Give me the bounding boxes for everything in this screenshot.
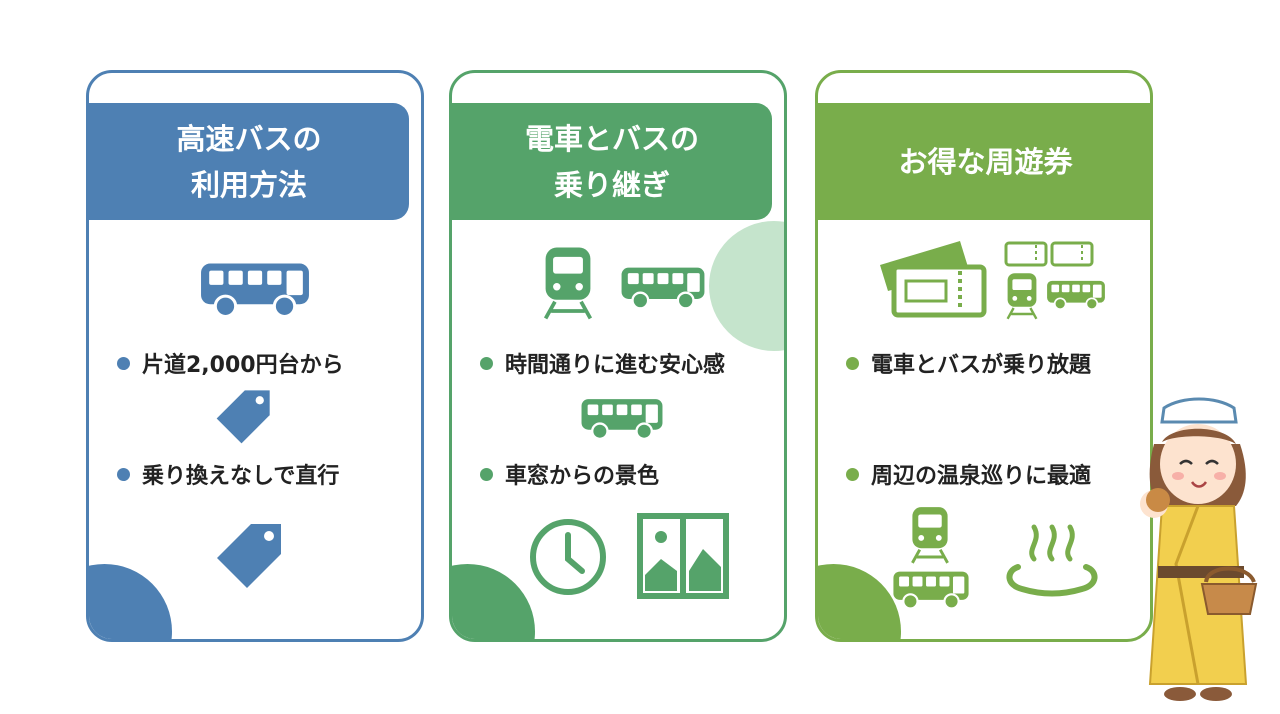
hot-spring-icon [1006, 524, 1098, 597]
list-item: 周辺の温泉巡りに最適 [846, 458, 1091, 490]
list-item: 時間通りに進む安心感 [480, 347, 725, 379]
list-item: 片道2,000円台から [117, 347, 344, 379]
card-title-line1: 高速バスの [176, 121, 322, 156]
item-text: 時間通りに進む安心感 [505, 353, 726, 378]
list-item: 電車とバスが乗り放題 [846, 347, 1091, 379]
bullet-dot [846, 356, 859, 370]
price-tag-icon [215, 387, 273, 445]
card-header: 電車とバスの 乗り継ぎ [452, 103, 772, 220]
train-icon [1004, 271, 1040, 321]
clock-icon [530, 519, 606, 595]
item-text: 片道2,000円台から [142, 353, 344, 378]
card-title-line2: 乗り継ぎ [553, 167, 670, 202]
bus-icon [199, 261, 311, 319]
corner-decoration [89, 564, 172, 639]
bullet-dot [480, 467, 493, 481]
item-text: 乗り換えなしで直行 [142, 464, 340, 489]
card-title-line2: 利用方法 [190, 167, 307, 202]
item-text: 車窓からの景色 [505, 464, 660, 489]
list-item: 車窓からの景色 [480, 458, 659, 490]
bus-icon [620, 265, 706, 311]
bus-icon [580, 397, 664, 441]
train-icon [908, 505, 952, 565]
card-title: お得な周遊券 [898, 144, 1073, 179]
bullet-dot [117, 356, 130, 370]
item-text: 電車とバスが乗り放題 [871, 353, 1092, 378]
window-scenery-icon [637, 513, 729, 599]
bus-icon [892, 569, 970, 611]
corner-decoration [818, 564, 901, 639]
card-excursion-pass: お得な周遊券 電車とバスが乗り放題 周辺の温泉巡りに最適 [815, 70, 1153, 642]
onsen-girl-illustration [1140, 397, 1258, 701]
item-text: 周辺の温泉巡りに最適 [871, 464, 1092, 489]
corner-decoration [452, 564, 535, 639]
tickets-icon [880, 241, 987, 318]
card-train-bus-transfer: 電車とバスの 乗り継ぎ 時間通りに進む安心感 車窓からの景色 [449, 70, 787, 642]
card-highway-bus: 高速バスの 利用方法 片道2,000円台から 乗り換えなしで直行 [86, 70, 424, 642]
card-header: 高速バスの 利用方法 [89, 103, 409, 220]
tickets-icon [1004, 241, 1094, 267]
card-title-line1: 電車とバスの [524, 121, 699, 156]
bullet-dot [480, 356, 493, 370]
bullet-dot [846, 467, 859, 481]
card-header: お得な周遊券 [818, 103, 1150, 220]
bus-icon [1046, 279, 1106, 311]
price-tag-icon [215, 520, 285, 590]
list-item: 乗り換えなしで直行 [117, 458, 339, 490]
bullet-dot [117, 467, 130, 481]
train-icon [540, 245, 596, 321]
circle-decoration [709, 221, 784, 351]
